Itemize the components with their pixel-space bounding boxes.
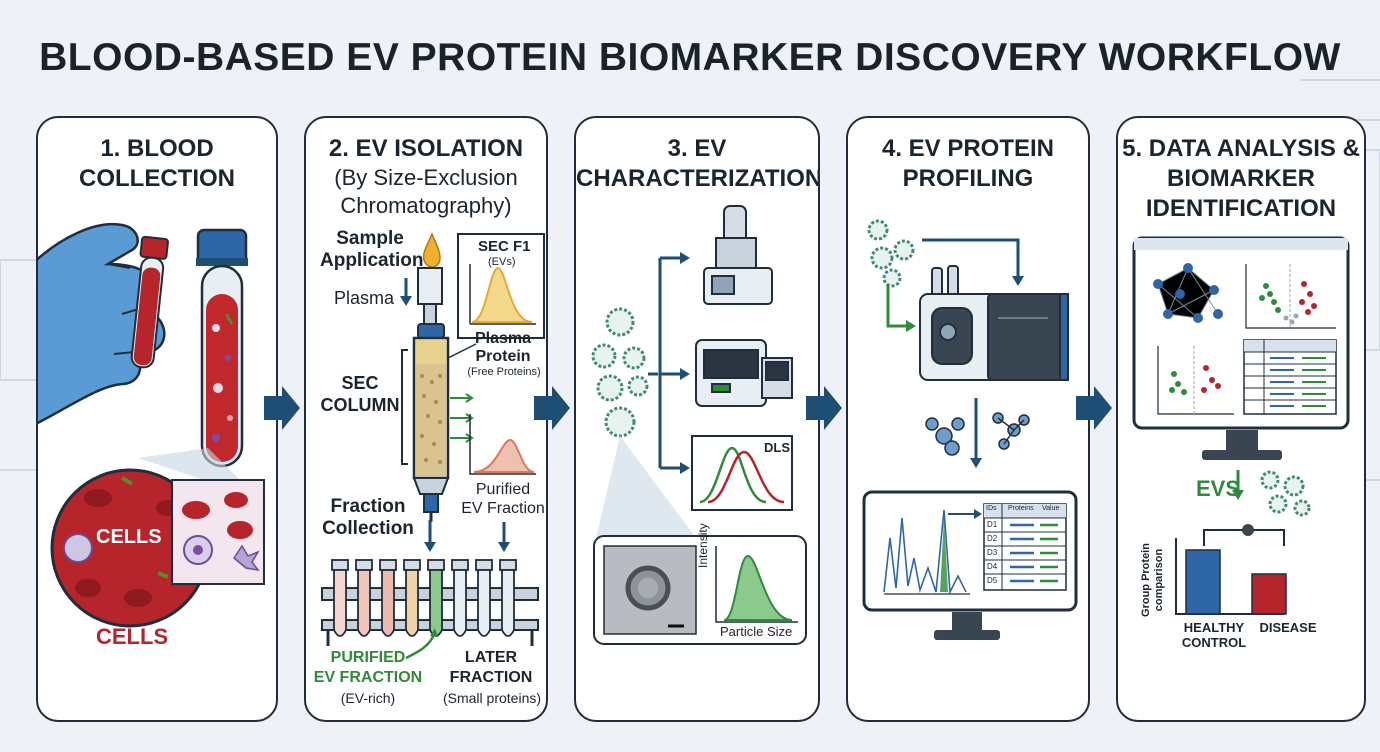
healthy-control-line-1: HEALTHY: [1183, 620, 1245, 635]
step-1-blood-collection: 1. BLOOD COLLECTION: [36, 116, 278, 722]
table-header-ids: IDs: [986, 505, 997, 512]
volcano-plot-icon: [1245, 264, 1336, 329]
protein-table: [983, 503, 1067, 591]
mass-spectrometer-icon: [919, 265, 1069, 381]
step-1-title-line-2: COLLECTION: [79, 165, 235, 192]
later-fraction-line-2: FRACTION: [449, 669, 533, 686]
large-blood-tube: [196, 228, 248, 468]
fraction-collection-label: Fraction Collection: [316, 496, 420, 540]
step-4-title-line-1: 4. EV PROTEIN: [881, 135, 1055, 162]
purified-ev-bottom-line-2: EV FRACTION: [313, 669, 423, 686]
bar-healthy-control: [1185, 549, 1221, 615]
ev-vesicles-icon: [591, 307, 649, 438]
purified-ev-fraction-bottom-label: PURIFIED EV FRACTION: [308, 648, 428, 688]
table-row-id: D4: [987, 562, 998, 571]
step-4-ev-protein-profiling: 4. EV PROTEIN PROFILING: [846, 116, 1090, 722]
bar-chart: [1185, 549, 1287, 615]
bar-disease: [1251, 573, 1287, 615]
step-3-title-line-1: 3. EV: [667, 135, 727, 162]
cells-outer-label: CELLS: [96, 624, 169, 649]
flow-arrow-1-to-2-icon: [264, 386, 300, 430]
step-2-subtitle-line-2: Chromatography): [340, 193, 512, 218]
plasma-protein-line-1: Plasma: [474, 330, 532, 347]
electron-microscope-icon: [703, 205, 773, 305]
table-row-id: D5: [987, 576, 998, 585]
step-1-title-line-1: 1. BLOOD: [100, 135, 214, 162]
step-3-ev-characterization: 3. EV CHARACTERIZATION: [574, 116, 820, 722]
flow-arrow-2-to-3-icon: [534, 386, 570, 430]
sample-application-line-1: Sample: [336, 228, 404, 249]
sec-f1-evs-label: (EVs): [488, 256, 516, 268]
results-table: [1243, 339, 1337, 415]
sec-column-line-2: COLUMN: [320, 395, 400, 415]
flow-arrow-3-to-4-icon: [806, 386, 842, 430]
ev-rich-label: (EV-rich): [340, 690, 396, 706]
step-5-title-line-1: 5. DATA ANALYSIS &: [1122, 135, 1360, 162]
table-row-id: D3: [987, 548, 998, 557]
nta-instrument-icon: [695, 339, 793, 407]
plasma-protein-label: Plasma Protein: [458, 330, 546, 366]
cells-inner-label: CELLS: [96, 526, 162, 548]
table-row-id: D1: [987, 520, 998, 529]
purified-ev-right-line-1: Purified: [475, 481, 531, 498]
table-row-id: D2: [987, 534, 998, 543]
evs-label: EVS: [1196, 476, 1241, 501]
disease-label: DISEASE: [1259, 620, 1317, 635]
step-5-title-line-2: BIOMARKER: [1167, 165, 1315, 192]
page-title: BLOOD-BASED EV PROTEIN BIOMARKER DISCOVE…: [39, 36, 1341, 79]
table-header-proteins: Proteins: [1008, 505, 1034, 512]
blood-collection-illustration: [38, 223, 265, 628]
later-fraction-line-1: LATER: [464, 649, 518, 666]
step-3-title-line-2: CHARACTERIZATION: [576, 165, 820, 192]
healthy-control-label: HEALTHY CONTROL: [1178, 620, 1250, 650]
intensity-label: Intensity: [696, 523, 710, 568]
sec-f1-label: SEC F1: [478, 238, 531, 255]
purified-ev-fraction-right-label: Purified EV Fraction: [456, 480, 546, 518]
step-2-title: 2. EV ISOLATION: [328, 135, 524, 162]
bar-y-axis-label: Group Protein comparison: [1140, 534, 1166, 626]
plasma-label: Plasma: [334, 288, 395, 308]
sec-column-illustration: [321, 232, 545, 660]
data-analysis-illustration: [1132, 236, 1350, 615]
step-4-title-line-2: PROFILING: [902, 165, 1034, 192]
sec-column-label: SEC COLUMN: [320, 372, 400, 416]
small-proteins-label: (Small proteins): [442, 690, 542, 706]
particle-size-label: Particle Size: [720, 624, 793, 639]
step-2-ev-isolation: 2. EV ISOLATION (By Size-Exclusion Chrom…: [304, 116, 548, 722]
protein-profiling-illustration: [862, 219, 1078, 640]
fraction-collection-line-1: Fraction: [330, 496, 406, 517]
step-5-title-line-3: IDENTIFICATION: [1145, 195, 1337, 222]
ev-vesicles-icon: [1260, 470, 1311, 517]
ev-vesicles-icon: [867, 219, 915, 288]
step-5-data-analysis: 5. DATA ANALYSIS & BIOMARKER IDENTIFICAT…: [1116, 116, 1366, 722]
flow-arrow-4-to-5-icon: [1076, 386, 1112, 430]
bar-y-axis-line-1: Group Protein: [1140, 543, 1152, 617]
healthy-control-line-2: CONTROL: [1181, 635, 1247, 650]
sample-application-line-2: Application: [320, 250, 424, 271]
sample-drop-icon: [422, 232, 441, 268]
free-proteins-label: (Free Proteins): [467, 366, 541, 378]
characterization-illustration: [591, 205, 807, 645]
bar-y-axis-line-2: comparison: [1153, 548, 1165, 612]
purified-ev-right-line-2: EV Fraction: [461, 500, 545, 517]
later-fraction-label: LATER FRACTION: [436, 648, 546, 688]
volcano-plot-icon: [1157, 346, 1234, 415]
plasma-protein-line-2: Protein: [475, 348, 531, 365]
small-blood-tube: [130, 235, 169, 369]
table-header-value: Value: [1042, 505, 1060, 512]
sample-application-label: Sample Application: [320, 228, 424, 272]
step-2-subtitle-line-1: (By Size-Exclusion: [334, 165, 518, 190]
fraction-collection-line-2: Collection: [322, 518, 414, 539]
sec-column-line-1: SEC: [341, 373, 379, 393]
purified-ev-bottom-line-1: PURIFIED: [330, 649, 406, 666]
protein-network-icon: [1153, 263, 1223, 323]
dls-label: DLS: [764, 440, 790, 455]
